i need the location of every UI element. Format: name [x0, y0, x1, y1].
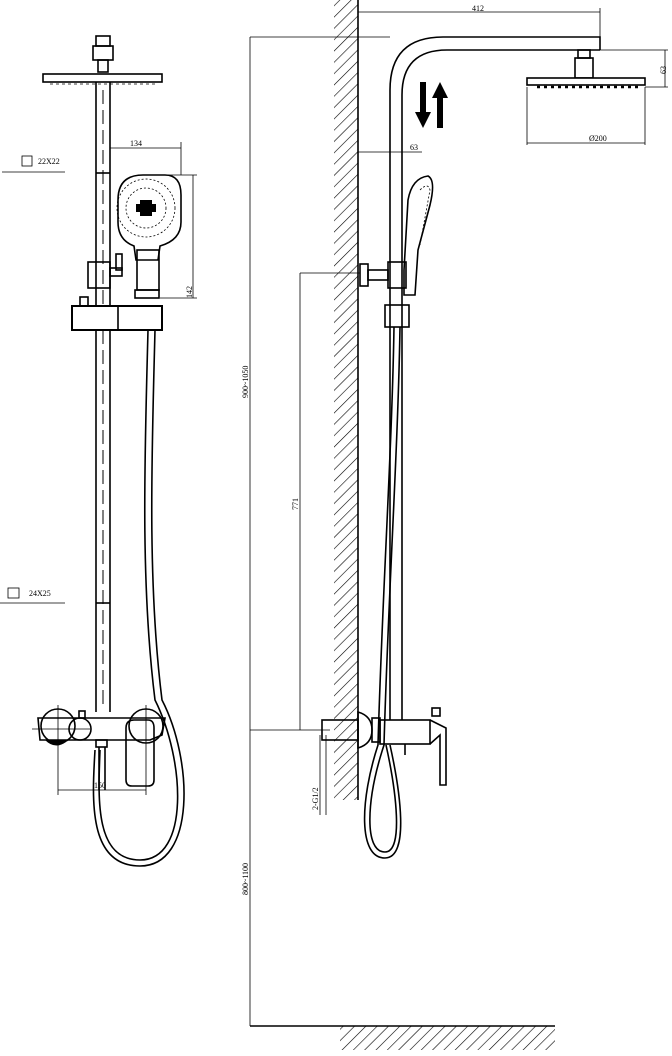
pipe-lower-section-label: 24X25 — [29, 589, 51, 598]
head-height-label: 63 — [659, 66, 668, 74]
shower-rail-front — [95, 82, 111, 712]
up-down-arrows-icon — [415, 82, 448, 128]
diverter-block-front — [71, 296, 163, 331]
arm-length-label: 412 — [472, 4, 484, 13]
rain-shower-head-side — [526, 49, 646, 89]
floor-hatch — [250, 1025, 555, 1050]
mixer-front — [32, 705, 166, 795]
hose-front — [92, 329, 185, 867]
hand-shower-side — [359, 175, 434, 328]
wall-offset-label: 63 — [410, 143, 418, 152]
shower-arm-side — [389, 36, 601, 720]
side-view: 412 63 Ø200 63 900~1050 771 800~1100 2-G… — [241, 0, 668, 1050]
inlet-thread-label: 2-G1/2 — [311, 787, 320, 810]
hand-shower-height-label: 142 — [185, 286, 194, 298]
floor-height-range-label: 800~1100 — [241, 863, 250, 895]
holder-height-label: 771 — [291, 498, 300, 510]
front-view: 22X22 24X25 134 142 150 — [0, 35, 197, 867]
rain-shower-head-front — [42, 35, 163, 85]
hand-shower-width-label: 134 — [130, 139, 142, 148]
pipe-upper-section-label: 22X22 — [38, 157, 60, 166]
side-dimensions — [249, 8, 668, 1026]
head-diameter-label: Ø200 — [589, 134, 607, 143]
hose-side — [363, 326, 402, 859]
total-height-range-label: 900~1050 — [241, 366, 250, 398]
front-dimensions — [0, 142, 197, 791]
wall-hatch — [334, 0, 359, 800]
mixer-centers-label: 150 — [94, 781, 106, 790]
hand-shower-front — [87, 174, 182, 299]
